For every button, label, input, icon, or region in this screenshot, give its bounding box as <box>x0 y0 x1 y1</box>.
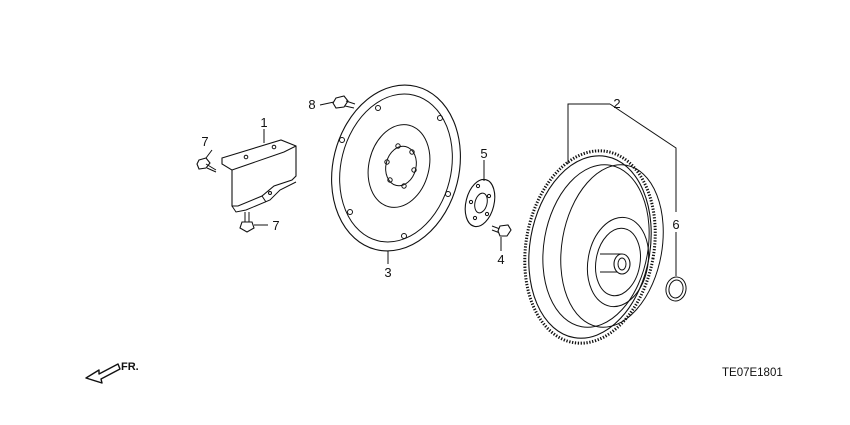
diagram-code: TE07E1801 <box>722 367 783 379</box>
callout-2: 2 <box>613 96 620 111</box>
front-arrow-icon <box>85 363 121 384</box>
leader-2-6 <box>567 103 677 276</box>
bolt-7-lower-part[interactable] <box>239 212 255 233</box>
leader-7-upper <box>205 149 213 159</box>
spacer-plate-part[interactable] <box>461 176 500 229</box>
callout-4: 4 <box>497 252 504 267</box>
callout-3: 3 <box>384 265 391 280</box>
callout-5: 5 <box>480 146 487 161</box>
o-ring-part[interactable] <box>664 275 688 302</box>
torque-converter-part[interactable] <box>510 140 675 353</box>
cover-plate-part[interactable] <box>221 139 297 213</box>
callout-7-upper: 7 <box>201 134 208 149</box>
callout-8: 8 <box>308 97 315 112</box>
drive-plate-part[interactable] <box>315 71 478 264</box>
bolt-8-part[interactable] <box>332 95 356 109</box>
front-label: FR. <box>121 361 139 373</box>
bolt-4-part[interactable] <box>491 224 512 237</box>
bolt-7-upper-part[interactable] <box>196 157 217 173</box>
callout-7-lower: 7 <box>272 218 279 233</box>
callout-6: 6 <box>672 217 679 232</box>
callout-1: 1 <box>260 115 267 130</box>
leader-8 <box>319 101 335 106</box>
front-direction-indicator: FR. <box>85 361 139 384</box>
